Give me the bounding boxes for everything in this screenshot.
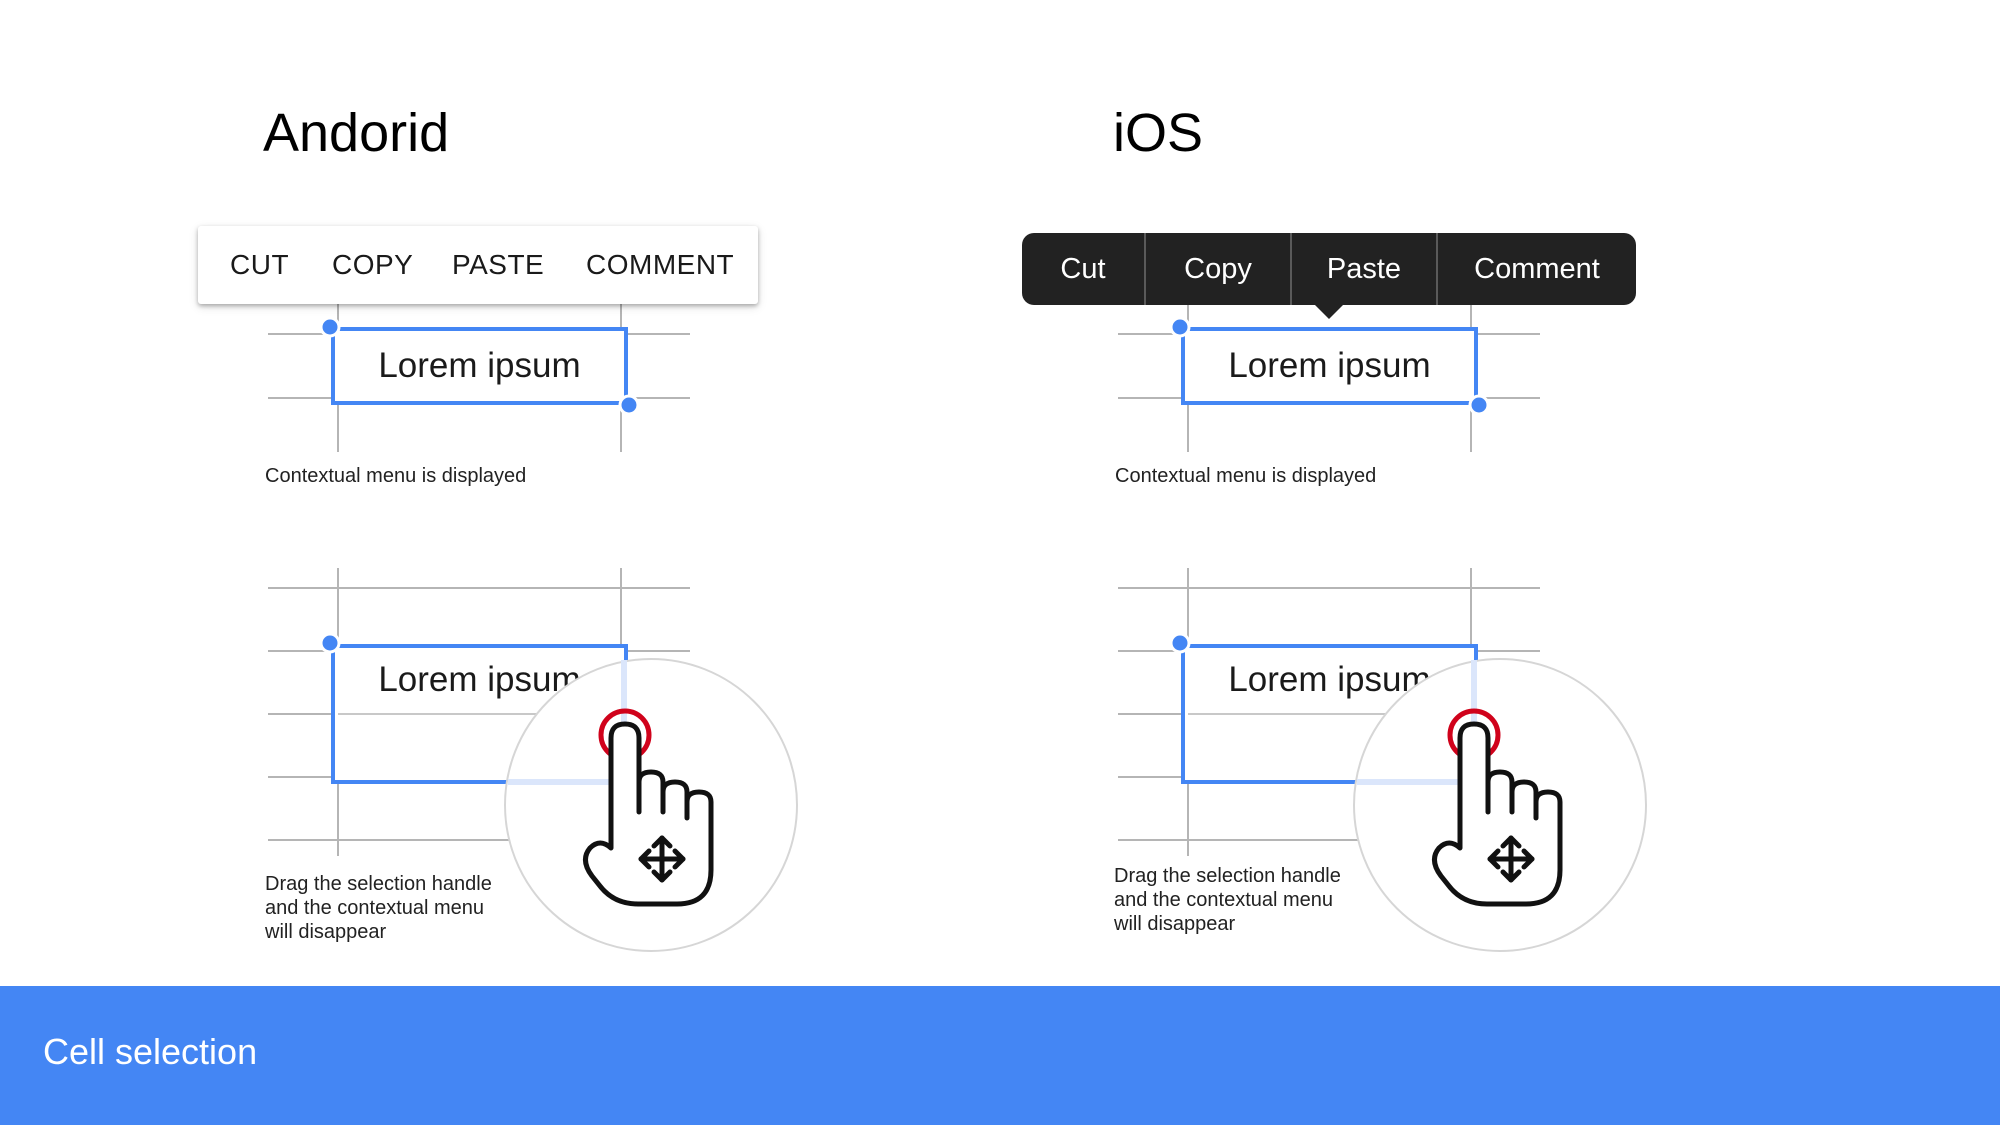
footer-title: Cell selection <box>43 1031 258 1072</box>
android-cell-text: Lorem ipsum <box>378 346 581 385</box>
menu-separator <box>1436 233 1438 305</box>
menu-item-copy[interactable]: Copy <box>1184 253 1252 285</box>
menu-separator <box>1290 233 1292 305</box>
selection-handle-icon <box>319 632 341 654</box>
menu-item-paste[interactable]: PASTE <box>452 249 545 280</box>
menu-item-paste[interactable]: Paste <box>1326 253 1402 285</box>
caption-line: will disappear <box>265 921 387 943</box>
caption-line: and the contextual menu <box>265 897 485 919</box>
menu-separator <box>1144 233 1146 305</box>
selection-handle-icon <box>1468 394 1490 416</box>
footer-bar <box>0 986 2000 1125</box>
selection-handle-icon <box>319 316 341 338</box>
android-title: Andorid <box>263 103 450 163</box>
menu-item-cut[interactable]: Cut <box>1060 253 1106 285</box>
caption-line: Drag the selection handle <box>265 873 492 895</box>
selection-handle-icon <box>618 394 640 416</box>
menu-pointer-arrow <box>1314 304 1344 319</box>
android-context-menu: CUT COPY PASTE COMMENT <box>198 226 758 304</box>
move-arrows-icon <box>638 835 686 883</box>
caption-line: Drag the selection handle <box>1114 865 1341 887</box>
move-arrows-icon <box>1487 835 1535 883</box>
selection-handle-icon <box>1169 316 1191 338</box>
menu-item-cut[interactable]: CUT <box>230 249 290 280</box>
android-caption-bottom: Drag the selection handle and the contex… <box>265 872 492 944</box>
android-cell-text-bottom: Lorem ipsum <box>378 660 581 699</box>
android-caption-top: Contextual menu is displayed <box>265 465 527 487</box>
ios-cell-text: Lorem ipsum <box>1228 346 1431 385</box>
caption-line: will disappear <box>1114 913 1236 935</box>
menu-item-comment[interactable]: Comment <box>1474 253 1600 285</box>
menu-item-copy[interactable]: COPY <box>332 249 414 280</box>
ios-context-menu: Cut Copy Paste Comment <box>1022 233 1636 305</box>
ios-cell-text-bottom: Lorem ipsum <box>1228 660 1431 699</box>
ios-caption-top: Contextual menu is displayed <box>1115 465 1377 487</box>
menu-item-comment[interactable]: COMMENT <box>586 249 735 280</box>
selection-handle-icon <box>1169 632 1191 654</box>
caption-line: and the contextual menu <box>1114 889 1334 911</box>
ios-caption-bottom: Drag the selection handle and the contex… <box>1114 864 1341 936</box>
ios-title: iOS <box>1113 103 1204 163</box>
